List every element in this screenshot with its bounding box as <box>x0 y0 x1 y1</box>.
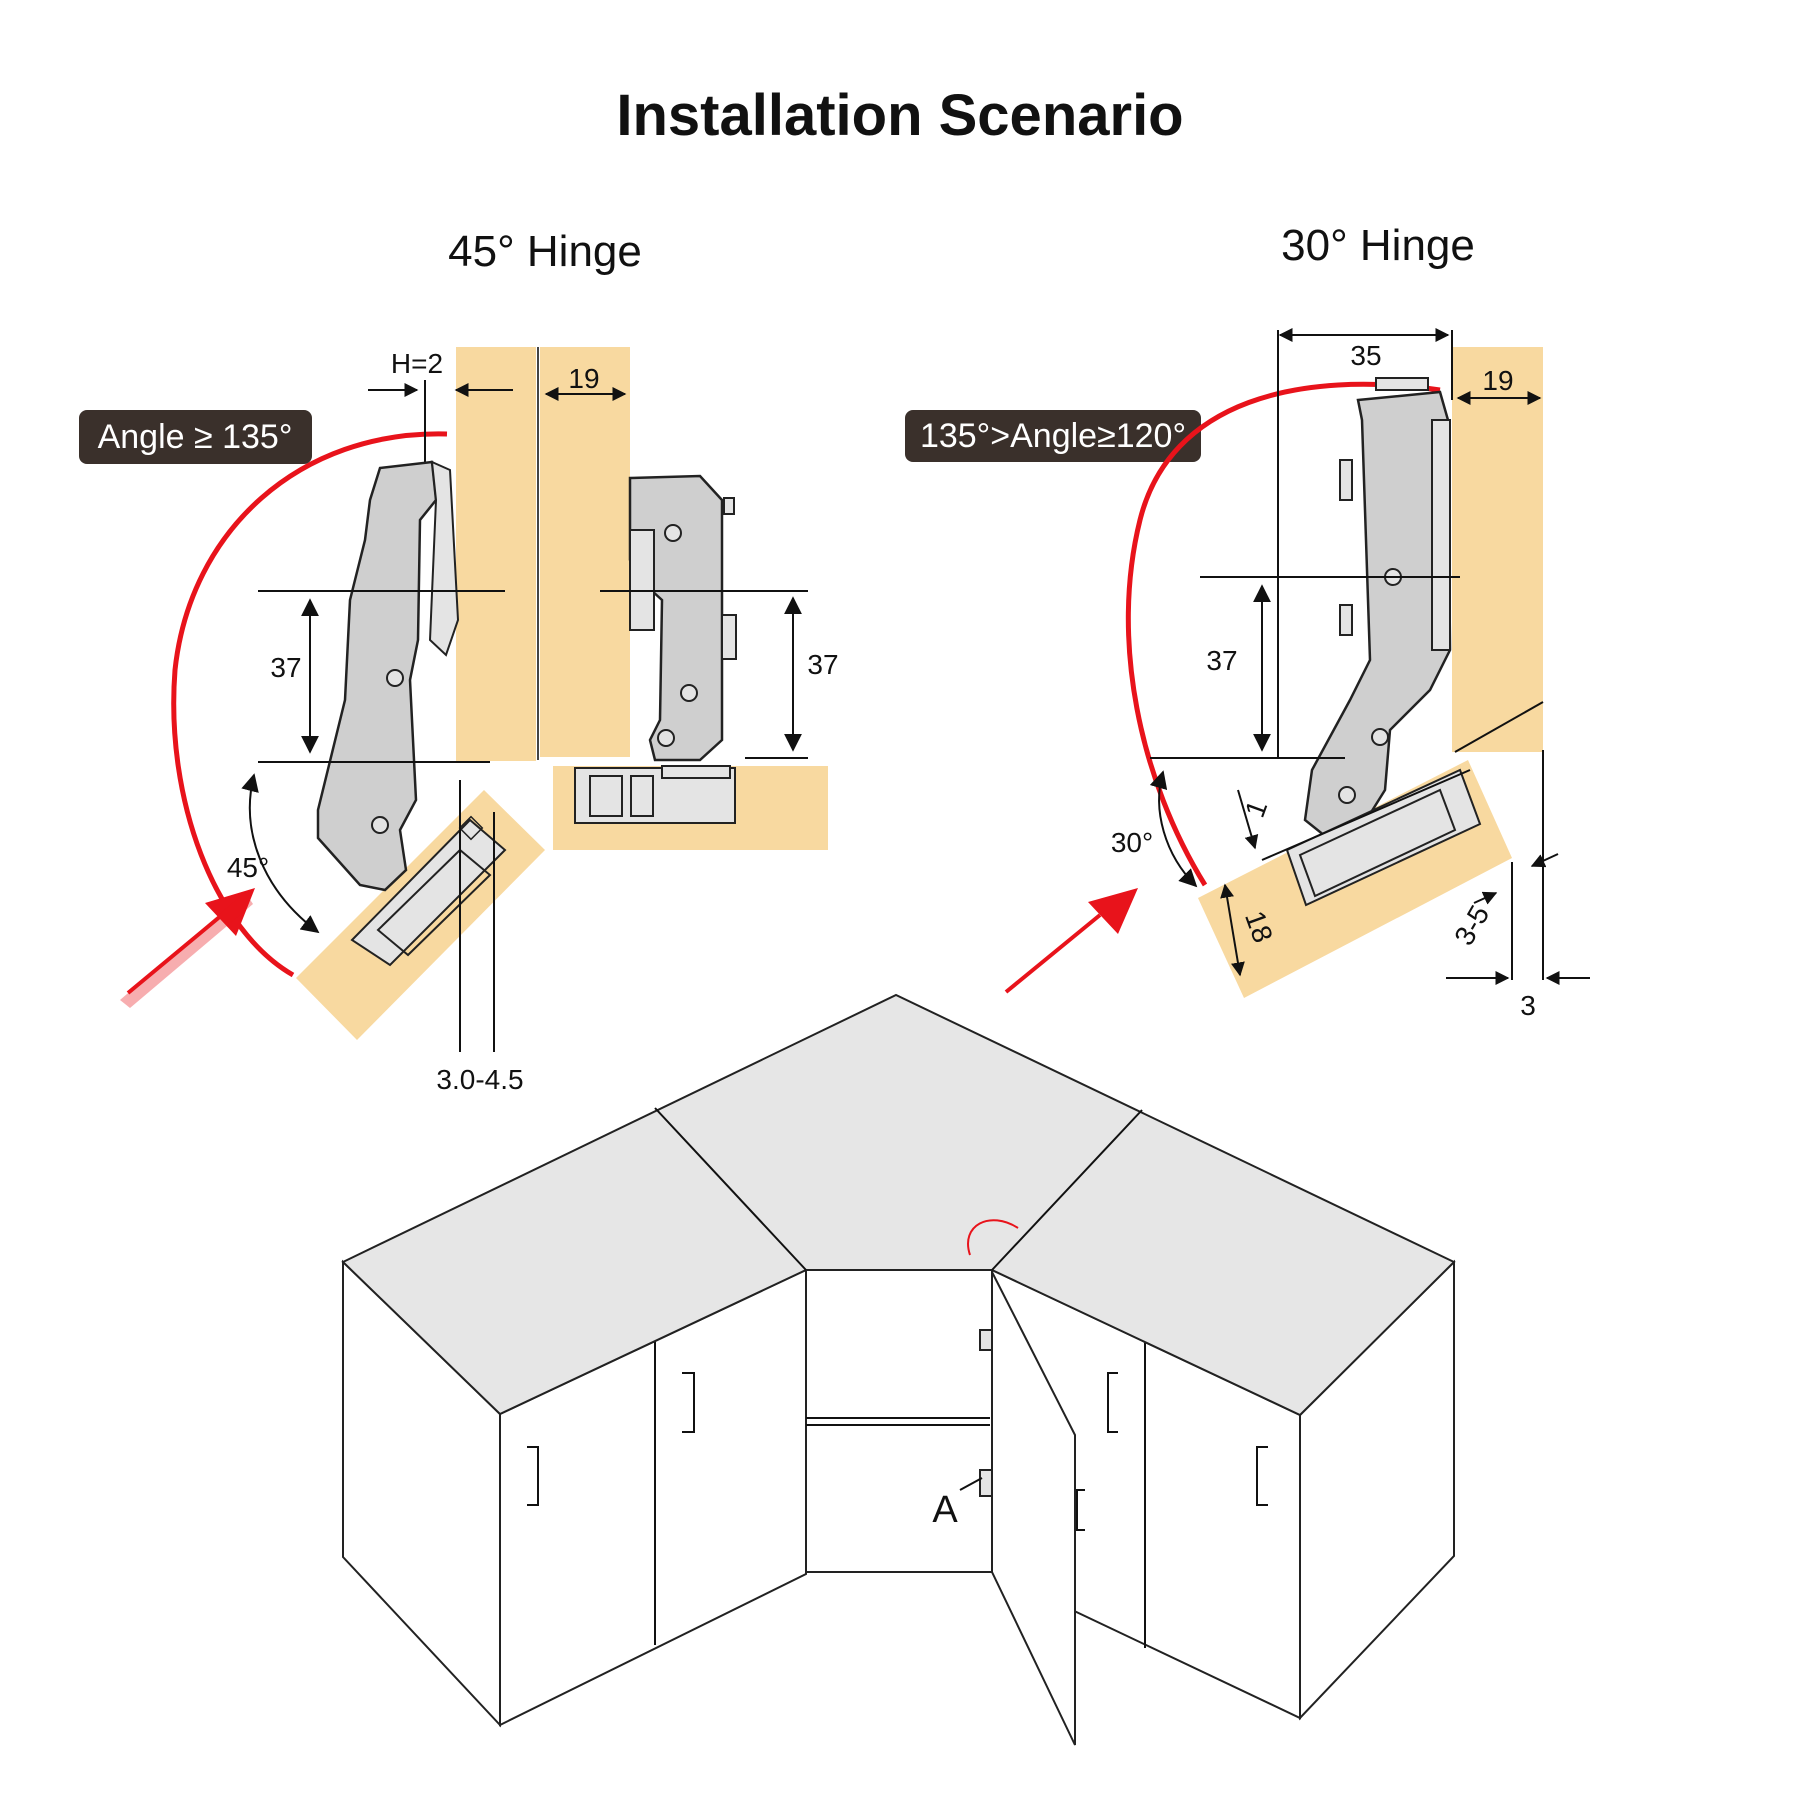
side-panel-left <box>456 347 536 761</box>
gap-label-45: 3.0-4.5 <box>436 1064 523 1095</box>
angle-label-45: 45° <box>227 852 269 883</box>
hinge-marker-a: A <box>932 1489 958 1531</box>
angle-badge-30-text: 135°>Angle≥120° <box>920 417 1186 455</box>
thickness-label-30: 19 <box>1482 365 1513 396</box>
hinge-30-diagram: 30° Hinge 135°>Angle≥120° 35 19 <box>905 221 1590 1021</box>
hinge-30-cup <box>1285 768 1482 907</box>
hinge-30-arm <box>1303 390 1452 842</box>
width-label-30: 35 <box>1350 340 1381 371</box>
dim-right-37: 37 <box>807 649 838 680</box>
hinge-45-diagram: 45° Hinge Angle ≥ 135° H=2 19 <box>79 227 839 1095</box>
side-panel-right <box>540 347 630 757</box>
hinge-45-heading: 45° Hinge <box>448 227 642 276</box>
edge-label-30: 3 <box>1520 990 1536 1021</box>
corner-cabinet: A <box>341 993 1456 1746</box>
angle-badge-45-text: Angle ≥ 135° <box>98 418 293 456</box>
angle-badge-30 <box>905 410 1201 462</box>
thickness-label-45: 19 <box>568 363 599 394</box>
h-label: H=2 <box>391 348 443 379</box>
cabinet-opening <box>805 1269 993 1573</box>
red-arrow-right <box>1088 888 1138 934</box>
countertop <box>341 993 1456 1417</box>
hinge-30-heading: 30° Hinge <box>1281 221 1475 270</box>
side-panel-30 <box>1452 347 1543 752</box>
gap-label-30: 3-5 <box>1448 900 1495 951</box>
offset-label-30: 1 <box>1239 796 1273 821</box>
dim-30-37: 37 <box>1206 645 1237 676</box>
page-title: Installation Scenario <box>616 83 1183 148</box>
angle-label-30: 30° <box>1111 827 1153 858</box>
angle-badge-45 <box>79 410 312 464</box>
dim-left-37: 37 <box>270 652 301 683</box>
